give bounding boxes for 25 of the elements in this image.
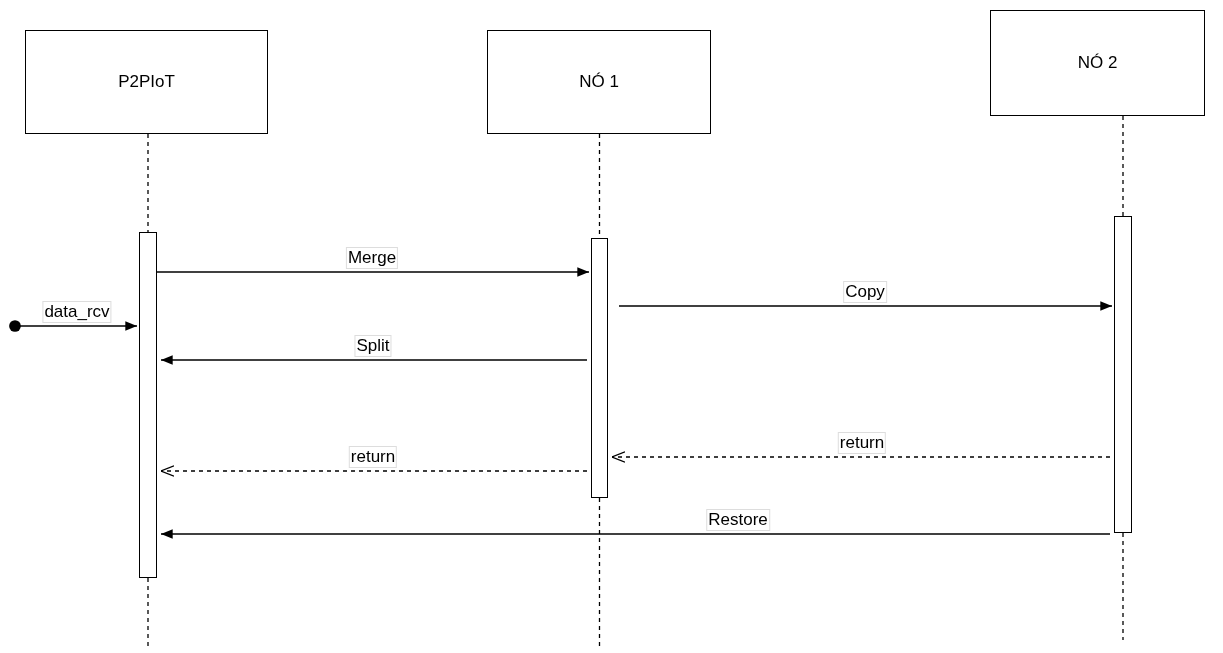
activation-bar — [139, 232, 157, 578]
message-label: return — [837, 432, 887, 454]
participant-box — [990, 10, 1205, 116]
activation-bar — [591, 238, 608, 498]
message-label: Restore — [706, 509, 770, 531]
message-label: Merge — [345, 247, 399, 269]
message-arrow — [160, 465, 588, 477]
participant-name: NÓ 2 — [1077, 53, 1118, 73]
message-label: data_rcv — [42, 301, 112, 323]
activation-bar — [1114, 216, 1132, 533]
message-arrow — [618, 301, 1113, 311]
participant-name: NÓ 1 — [579, 72, 619, 92]
lifeline — [147, 133, 149, 233]
message-label: Copy — [843, 281, 887, 303]
participant-box — [487, 30, 711, 134]
participant-name: P2PIoT — [118, 72, 175, 92]
lifeline — [1122, 115, 1124, 217]
message-label: return — [348, 446, 398, 468]
message-label: Split — [354, 335, 392, 357]
message-arrow — [156, 267, 590, 277]
message-arrow — [160, 529, 1111, 539]
message-arrow — [9, 320, 138, 332]
message-arrow — [160, 355, 588, 365]
message-arrow — [611, 451, 1111, 463]
participant-box — [25, 30, 268, 134]
